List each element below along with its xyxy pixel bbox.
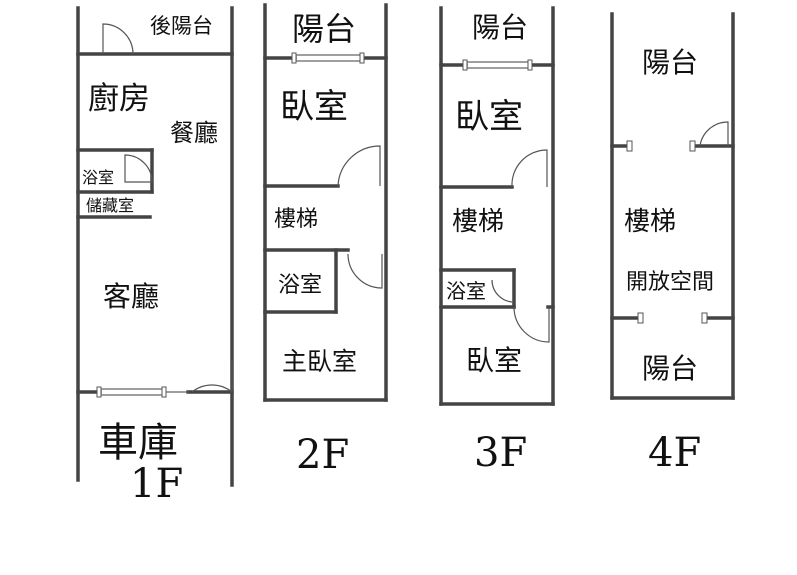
3f-bedroom2-door <box>513 306 550 343</box>
1f-floor-label: 1F <box>130 461 183 507</box>
4f-post <box>689 140 696 152</box>
1f-living-label: 客廳 <box>103 280 159 313</box>
1f-kitchen-label: 廚房 <box>88 81 150 117</box>
4f-post <box>637 312 644 324</box>
4f-balcony-bottom-label: 陽台 <box>642 352 698 385</box>
1f-bathroom-label: 浴室 <box>82 168 114 187</box>
floor-3f: 陽台 臥室 樓梯 浴室 臥室 3F <box>439 6 555 476</box>
4f-balcony-top-label: 陽台 <box>642 46 698 79</box>
2f-bedroom-label: 臥室 <box>280 87 348 127</box>
4f-post <box>701 312 708 324</box>
floor-1f: 後陽台 廚房 餐廳 浴室 儲藏室 客廳 車庫 1F <box>76 6 234 507</box>
3f-window-post <box>462 59 468 71</box>
2f-bathroom-label: 浴室 <box>278 273 322 298</box>
1f-garage-label: 車庫 <box>98 420 178 466</box>
3f-window-post <box>527 59 533 71</box>
3f-bedroom2-label: 臥室 <box>466 344 522 377</box>
2f-master-bedroom-label: 主臥室 <box>282 347 357 376</box>
floor-4f: 陽台 樓梯 開放空間 陽台 4F <box>610 12 735 476</box>
4f-open-space-label: 開放空間 <box>626 270 714 295</box>
1f-storage-label: 儲藏室 <box>86 196 134 215</box>
1f-dining-label: 餐廳 <box>170 119 218 147</box>
2f-stairs-label: 樓梯 <box>274 207 318 232</box>
2f-floor-label: 2F <box>296 432 349 478</box>
3f-bedroom-door <box>511 149 548 188</box>
3f-bathroom-label: 浴室 <box>446 279 486 303</box>
3f-balcony-label: 陽台 <box>472 11 528 44</box>
1f-back-door <box>102 23 134 55</box>
1f-front-door <box>191 360 233 394</box>
1f-back-balcony-label: 後陽台 <box>150 14 213 38</box>
3f-bath-door <box>491 279 515 303</box>
1f-window-post <box>161 386 167 398</box>
2f-bath-door <box>347 253 383 289</box>
2f-bedroom-door <box>337 145 381 187</box>
3f-floor-label: 3F <box>474 430 527 476</box>
4f-stairs-label: 樓梯 <box>624 207 676 237</box>
3f-bedroom1-label: 臥室 <box>455 97 523 137</box>
1f-bath-door <box>124 154 153 183</box>
floor-2f: 陽台 臥室 樓梯 浴室 主臥室 2F <box>263 3 388 478</box>
4f-floor-label: 4F <box>648 430 701 476</box>
2f-window-post <box>291 52 297 64</box>
2f-window-post <box>359 52 365 64</box>
2f-balcony-label: 陽台 <box>292 10 356 48</box>
4f-balcony-door <box>699 121 729 147</box>
3f-stairs-label: 樓梯 <box>452 207 504 237</box>
1f-window-post <box>96 386 102 398</box>
4f-post <box>626 140 633 152</box>
